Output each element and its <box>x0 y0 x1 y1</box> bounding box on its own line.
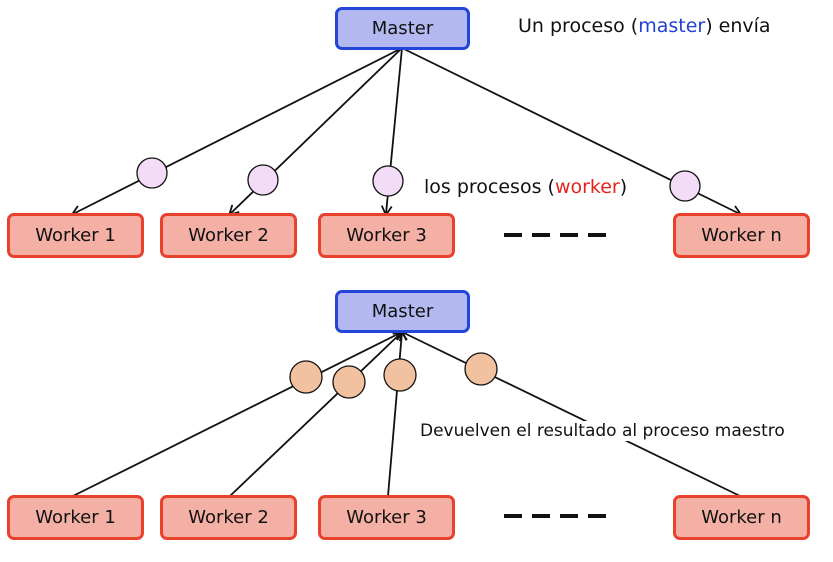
caption-return-results: Devuelven el resultado al proceso maestr… <box>418 421 787 441</box>
worker-label: Worker 3 <box>346 507 427 528</box>
worker-label: Worker n <box>701 225 782 246</box>
result-circle-2 <box>332 365 366 399</box>
dispatch-line-worker-1 <box>70 47 403 216</box>
worker-label: Worker 1 <box>35 507 116 528</box>
worker-node-bottom-n: Worker n <box>673 495 810 540</box>
worker-node-top-2: Worker 2 <box>160 213 297 258</box>
result-circle-1 <box>289 360 323 394</box>
caption-master-sends: Un proceso (master) envía <box>518 15 771 37</box>
worker-node-bottom-2: Worker 2 <box>160 495 297 540</box>
return-line-worker-3 <box>387 329 408 497</box>
return-line-worker-n <box>399 330 741 497</box>
master-label: Master <box>371 18 434 39</box>
worker-label: Worker n <box>701 507 782 528</box>
worker-node-top-1: Worker 1 <box>7 213 144 258</box>
message-circle-out-2 <box>247 164 279 196</box>
worker-node-top-n: Worker n <box>673 213 810 258</box>
message-circle-out-3 <box>372 165 404 197</box>
result-circle-n <box>464 352 498 386</box>
master-node-top: Master <box>335 7 470 50</box>
master-node-bottom: Master <box>335 290 470 333</box>
highlight-master: master <box>638 15 706 37</box>
message-circle-out-n <box>669 170 701 202</box>
result-circle-3 <box>383 358 417 392</box>
worker-label: Worker 2 <box>188 225 269 246</box>
worker-node-bottom-3: Worker 3 <box>318 495 455 540</box>
highlight-worker: worker <box>554 176 620 198</box>
return-line-worker-2 <box>229 330 405 497</box>
master-label: Master <box>371 301 434 322</box>
worker-label: Worker 1 <box>35 225 116 246</box>
worker-node-top-3: Worker 3 <box>318 213 455 258</box>
worker-node-bottom-1: Worker 1 <box>7 495 144 540</box>
message-circle-out-1 <box>136 157 168 189</box>
return-line-worker-1 <box>72 330 405 497</box>
worker-label: Worker 2 <box>188 507 269 528</box>
caption-worker-processes: los procesos (worker) <box>424 176 628 198</box>
worker-label: Worker 3 <box>346 225 427 246</box>
